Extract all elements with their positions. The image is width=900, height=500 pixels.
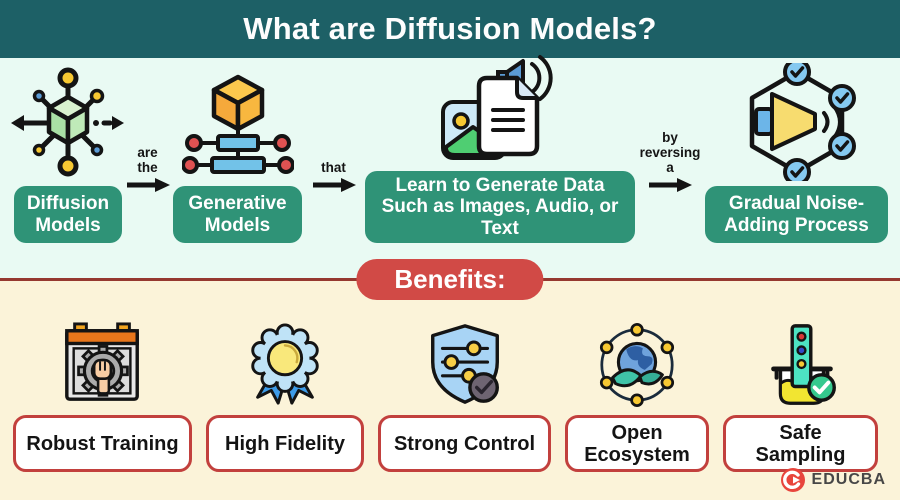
definition-flow-section: Diffusion Models are the xyxy=(0,55,900,278)
benefit-high-fidelity: High Fidelity xyxy=(206,317,364,472)
flow-step-noise-process: Gradual Noise-Adding Process xyxy=(705,63,888,243)
header-banner: What are Diffusion Models? xyxy=(0,0,900,58)
high-fidelity-icon xyxy=(241,317,329,409)
right-arrow-icon xyxy=(126,178,170,192)
flow-connector-3: by reversing a xyxy=(635,130,705,243)
benefit-label-robust-training: Robust Training xyxy=(13,415,192,472)
flow-step-generative-models: Generative Models xyxy=(173,65,302,243)
benefit-safe-sampling: Safe Sampling xyxy=(723,317,878,472)
benefit-label-open-ecosystem: Open Ecosystem xyxy=(565,415,709,472)
benefit-label-strong-control: Strong Control xyxy=(378,415,551,472)
educba-logo-icon xyxy=(780,468,805,492)
right-arrow-icon xyxy=(312,178,356,192)
noise-process-icon xyxy=(731,63,863,181)
flow-row: Diffusion Models are the xyxy=(0,55,900,278)
flow-box-learn-generate: Learn to Generate Data Such as Images, A… xyxy=(365,171,635,243)
benefits-row: Robust Training xyxy=(0,281,900,472)
strong-control-icon xyxy=(421,317,509,409)
benefits-section: Benefits: xyxy=(0,259,900,500)
benefit-robust-training: Robust Training xyxy=(13,317,192,472)
brand-logo: EDUCBA xyxy=(780,467,886,493)
page-title: What are Diffusion Models? xyxy=(243,11,657,46)
benefit-strong-control: Strong Control xyxy=(378,317,551,472)
flow-box-generative-models: Generative Models xyxy=(173,186,302,243)
benefit-open-ecosystem: Open Ecosystem xyxy=(565,317,709,472)
connector-label: that xyxy=(321,159,346,175)
benefit-label-high-fidelity: High Fidelity xyxy=(206,415,364,472)
brand-text: EDUCBA xyxy=(811,471,886,488)
robust-training-icon xyxy=(59,317,147,409)
flow-box-noise-process: Gradual Noise-Adding Process xyxy=(705,186,888,243)
flow-step-diffusion-models: Diffusion Models xyxy=(11,65,124,243)
generative-hierarchy-icon xyxy=(181,65,294,181)
safe-sampling-icon xyxy=(757,317,845,409)
flow-connector-1: are the xyxy=(122,145,173,243)
flow-step-learn-generate: Learn to Generate Data Such as Images, A… xyxy=(365,50,635,243)
connector-label: are the xyxy=(137,144,158,175)
flow-connector-2: that xyxy=(302,160,365,243)
open-ecosystem-icon xyxy=(593,317,681,409)
connector-label: by reversing a xyxy=(639,129,701,175)
diffusion-network-icon xyxy=(8,65,128,181)
right-arrow-icon xyxy=(649,178,692,192)
flow-box-diffusion-models: Diffusion Models xyxy=(14,186,122,243)
benefits-heading: Benefits: xyxy=(356,259,544,300)
benefit-label-safe-sampling: Safe Sampling xyxy=(723,415,878,472)
media-data-icon xyxy=(437,50,563,166)
